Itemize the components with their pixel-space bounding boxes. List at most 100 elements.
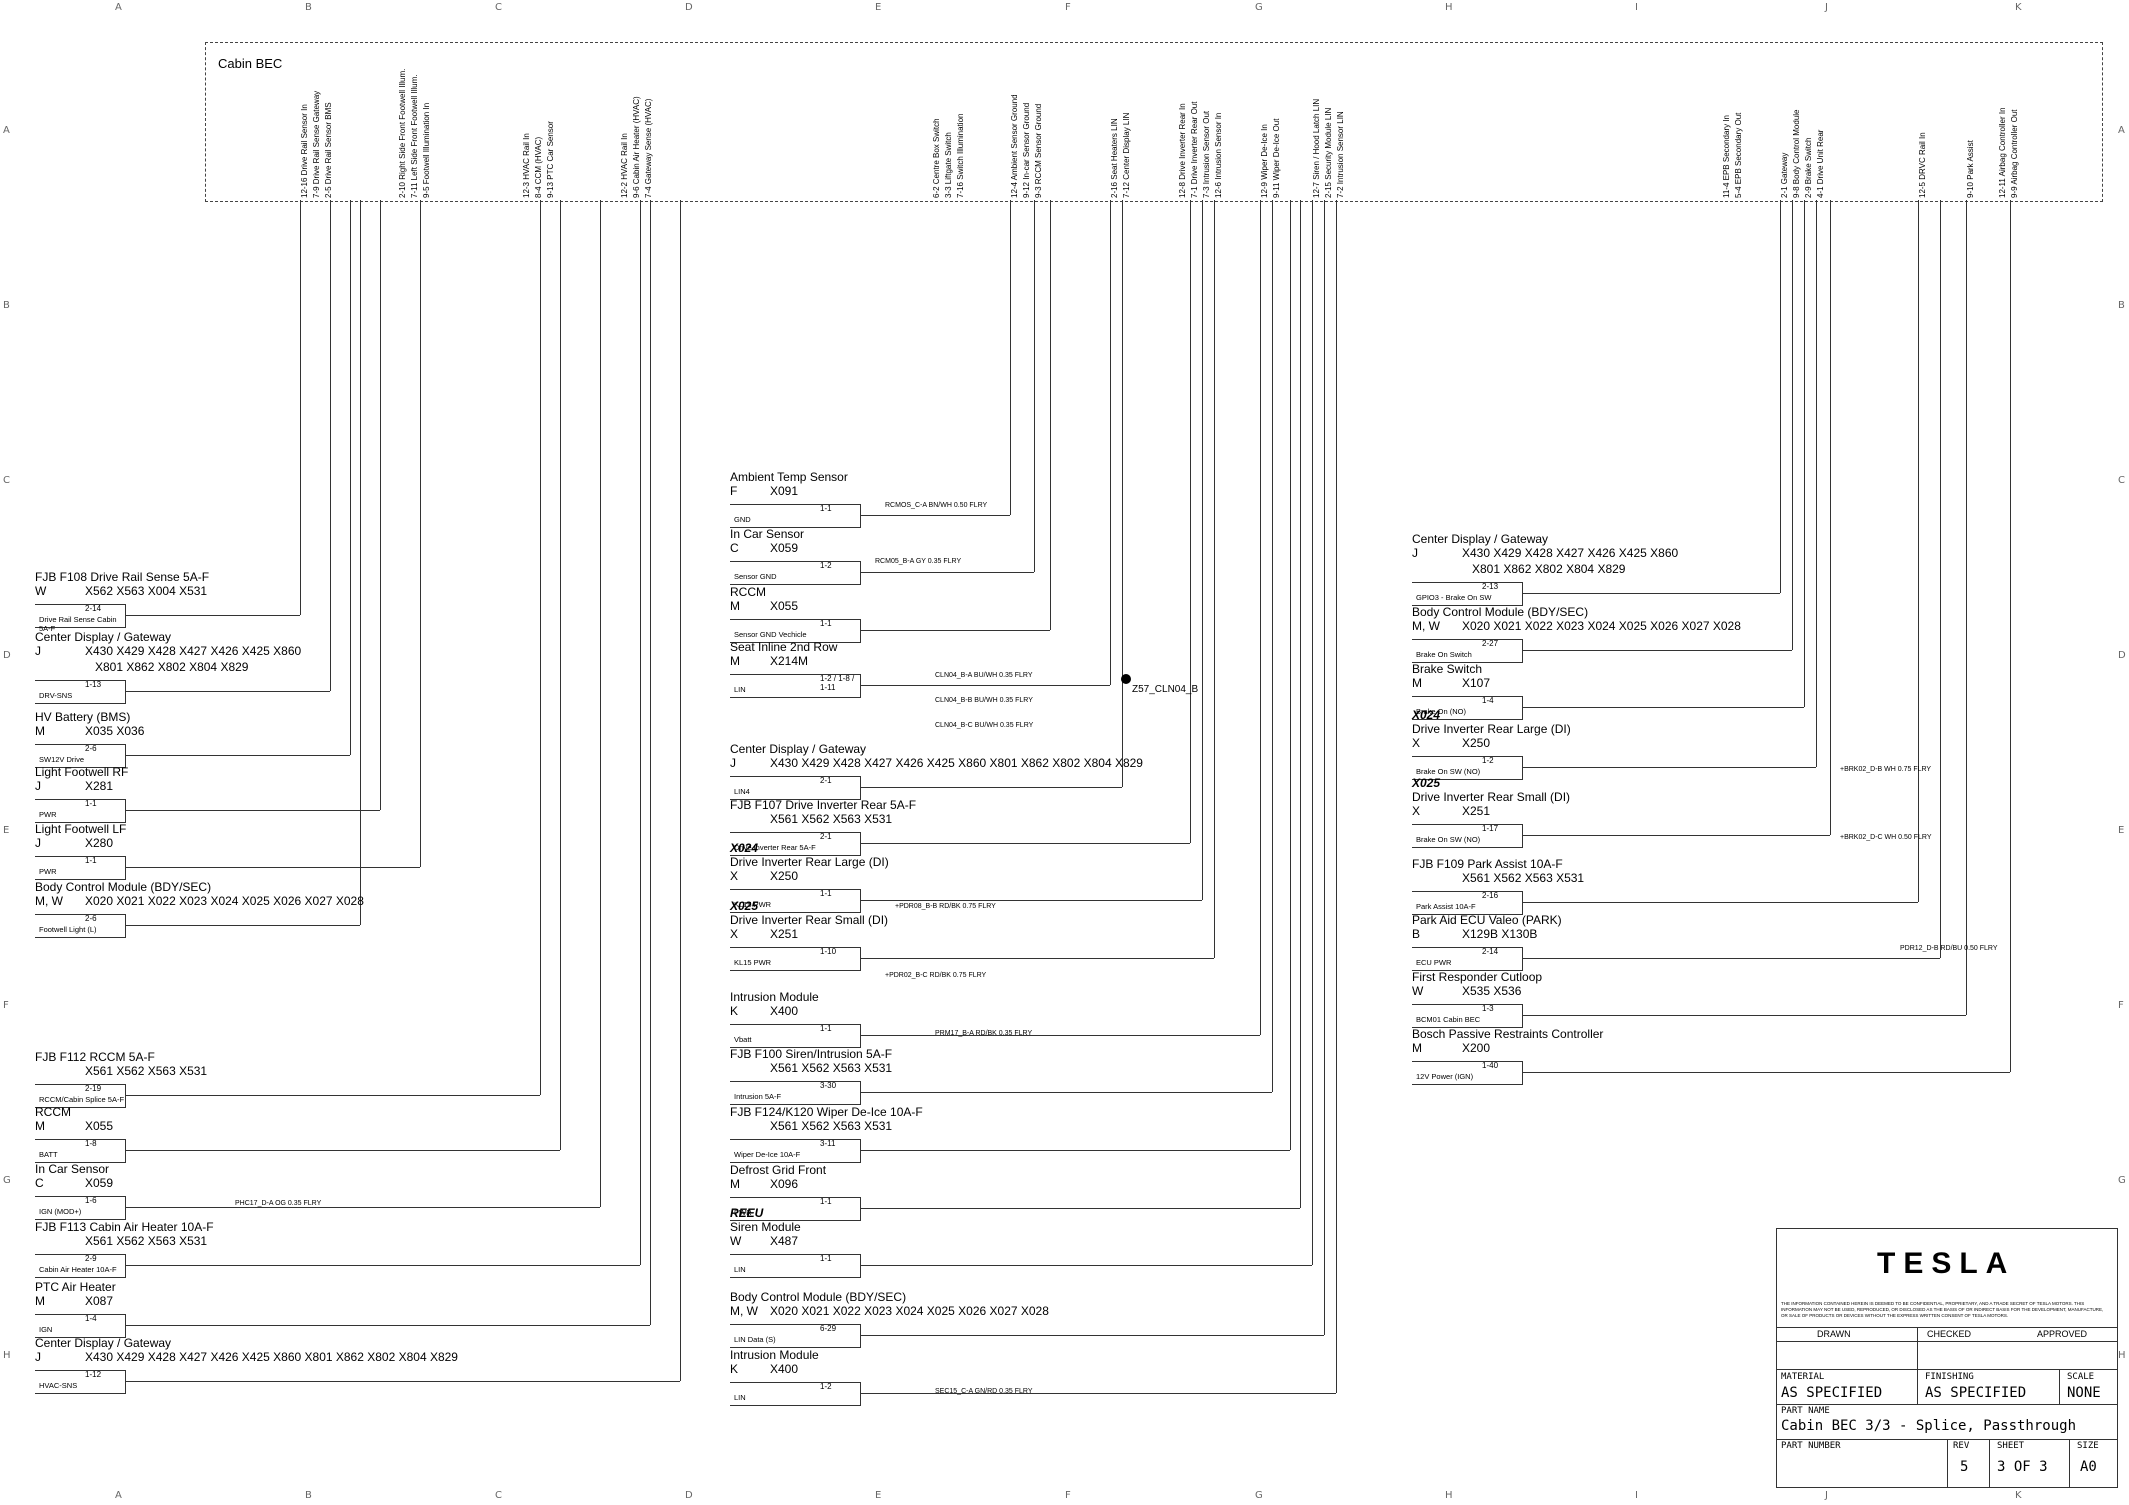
splice-node-icon: [1121, 674, 1131, 684]
component-code: M: [1412, 676, 1422, 690]
pin-function: LIN: [734, 685, 746, 694]
pin-function: Brake On SW (NO): [1416, 767, 1481, 776]
cabin-bec-boundary: [205, 42, 2103, 202]
pin-number: 1-2: [820, 1382, 832, 1391]
bec-pin-label: 9-6 Cabin Air Heater (HVAC): [632, 96, 641, 198]
pin-function: IGN (MOD+): [39, 1207, 82, 1216]
component-name: FJB F113 Cabin Air Heater 10A-F: [35, 1220, 214, 1234]
frame-row-label: C: [2118, 475, 2125, 486]
connector-ids: X020 X021 X022 X023 X024 X025 X026 X027 …: [770, 1304, 1049, 1318]
wire-segment: [1792, 200, 1793, 650]
wire-segment: [860, 787, 1122, 788]
title-block: TESLA THE INFORMATION CONTAINED HEREIN I…: [1776, 1228, 2118, 1488]
pin-number: 2-9: [85, 1254, 97, 1263]
wire-segment: [600, 200, 601, 1207]
bec-pin-label: 12-2 HVAC Rail In: [620, 133, 629, 198]
component-code: C: [35, 1176, 44, 1190]
material-label: MATERIAL: [1781, 1372, 1825, 1382]
bec-pin-label: 5-4 EPB Secondary Out: [1734, 112, 1743, 198]
wire-segment: [1522, 650, 1792, 651]
component-name: Body Control Module (BDY/SEC): [730, 1290, 907, 1304]
pin-number: 1-2: [1482, 756, 1494, 765]
wire-label: PDR12_D-B RD/BU 0.50 FLRY: [1900, 945, 1998, 952]
tesla-logo: TESLA: [1877, 1247, 2016, 1280]
frame-column-label: H: [1445, 2, 1453, 13]
component-name: Center Display / Gateway: [1412, 532, 1549, 546]
pin-function: Sensor GND: [734, 572, 777, 581]
pin-function: Wiper De-Ice 10A-F: [734, 1150, 801, 1159]
frame-column-label: K: [2015, 2, 2022, 13]
connector-ids: X561 X562 X563 X531: [85, 1064, 208, 1078]
sheet-value: 3 OF 3: [1997, 1459, 2048, 1475]
pin-number: 1-6: [85, 1196, 97, 1205]
pin-function: PWR: [39, 810, 57, 819]
wire-segment: [300, 200, 301, 615]
bec-pin-label: 3-3 Liftgate Switch: [944, 132, 953, 198]
pin-function: PWR: [734, 1208, 752, 1217]
component-code: X: [1412, 804, 1421, 818]
finishing-value: AS SPECIFIED: [1925, 1385, 2027, 1401]
frame-row-label: C: [3, 475, 10, 486]
wire-segment: [1214, 200, 1215, 958]
component-code: J: [35, 1350, 41, 1364]
frame-row-label: B: [3, 300, 10, 311]
frame-column-label: E: [875, 1490, 882, 1501]
connector-ids: X430 X429 X428 X427 X426 X425 X860 X801 …: [85, 1350, 458, 1364]
bec-pin-label: 7-11 Left Side Front Footwell Illum.: [410, 74, 419, 198]
wire-segment: [1324, 200, 1325, 1335]
part-name-label: PART NAME: [1781, 1406, 1830, 1416]
wire-segment: [1522, 902, 1918, 903]
frame-column-label: C: [495, 1490, 502, 1501]
connector-ids: X059: [770, 541, 799, 555]
bec-pin-label: 9-5 Footwell Illumination In: [422, 102, 431, 198]
frame-column-label: J: [1825, 2, 1828, 13]
wire-segment: [1918, 200, 1919, 902]
component-code: M: [35, 1119, 45, 1133]
approved-label: APPROVED: [2037, 1329, 2088, 1339]
bec-pin-label: 12-11 Airbag Controller In: [1998, 107, 2007, 198]
component-name: FJB F107 Drive Inverter Rear 5A-F: [730, 798, 917, 812]
wire-segment: [1300, 200, 1301, 1208]
wire-segment: [1522, 707, 1804, 708]
component-code: M: [35, 724, 45, 738]
wire-segment: [1034, 200, 1035, 572]
material-value: AS SPECIFIED: [1781, 1385, 1883, 1401]
connector-ids: X400: [770, 1362, 799, 1376]
connector-ids: X200: [1462, 1041, 1491, 1055]
cabin-bec-title: Cabin BEC: [218, 56, 283, 71]
connector-ids: X096: [770, 1177, 799, 1191]
wire-segment: [860, 1393, 1336, 1394]
component-name: Drive Inverter Rear Large (DI): [730, 855, 889, 869]
wire-segment: [1272, 200, 1273, 1092]
wire-segment: [125, 1150, 560, 1151]
connector-ids: X251: [1462, 804, 1491, 818]
connector-ids: X055: [770, 599, 799, 613]
bec-pin-label: 2-5 Drive Rail Sensor BMS: [324, 102, 333, 198]
bec-pin-label: 9-12 In-car Sensor Ground: [1022, 102, 1031, 198]
pin-number: 1-1: [820, 1024, 832, 1033]
pin-number: 1-4: [85, 1314, 97, 1323]
bec-pin-label: 12-5 DRVC Rail In: [1918, 132, 1927, 198]
pin-number: 1-1: [85, 799, 97, 808]
component-name: Light Footwell RF: [35, 765, 129, 779]
wire-segment: [420, 200, 421, 867]
pin-number: 3-30: [820, 1081, 837, 1090]
wire-segment: [125, 810, 380, 811]
wire-segment: [125, 691, 330, 692]
size-value: A0: [2080, 1459, 2097, 1475]
connector-ids: X561 X562 X563 X531: [770, 1119, 893, 1133]
component-tag: X025: [1412, 776, 1441, 790]
pin-function: SW12V Drive: [39, 755, 85, 764]
frame-column-label: G: [1255, 1490, 1263, 1501]
wire-segment: [1010, 200, 1011, 515]
connector-ids: X400: [770, 1004, 799, 1018]
wire-segment: [860, 843, 1190, 844]
part-number-label: PART NUMBER: [1781, 1441, 1841, 1451]
component-name: Body Control Module (BDY/SEC): [1412, 605, 1589, 619]
